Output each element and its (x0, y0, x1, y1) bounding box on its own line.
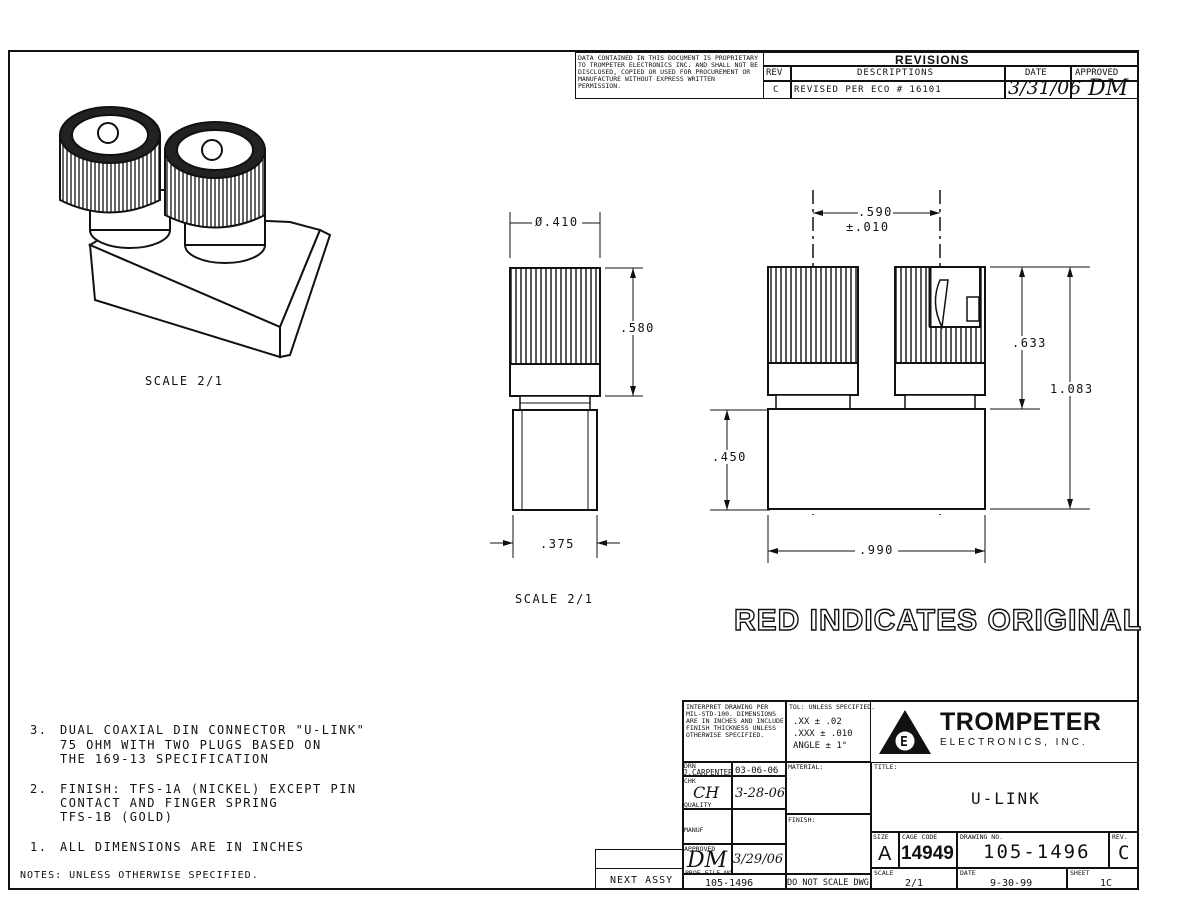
revision-rev: C (773, 85, 779, 95)
chk-label: CHK (684, 777, 696, 785)
rev-header: REV (766, 68, 783, 78)
dim-spacing: .590 (858, 205, 893, 219)
dim-diameter: Ø.410 (532, 215, 582, 229)
note-1-line-1: ALL DIMENSIONS ARE IN INCHES (60, 840, 305, 854)
dim-front-width: .375 (540, 537, 575, 551)
manuf-label: MANUF (684, 826, 704, 834)
note-2-line-2: CONTACT AND FINGER SPRING (60, 796, 279, 810)
dim-spacing-tolerance: ±.010 (846, 220, 890, 234)
isometric-view (59, 106, 332, 359)
descriptions-header: DESCRIPTIONS (857, 68, 935, 78)
drawing-size: A (878, 843, 892, 865)
dim-side-height-total: 1.083 (1050, 382, 1094, 396)
next-assy-label: NEXT ASSY (610, 875, 674, 886)
dim-side-height-upper: .633 (1012, 336, 1047, 350)
tolerance-label: TOL: UNLESS SPECIFIED. (789, 703, 876, 711)
note-3-line-3: THE 169-13 SPECIFICATION (60, 752, 270, 766)
tolerance-xxx: .XXX ± .010 (793, 729, 853, 739)
title-label: TITLE: (874, 763, 898, 771)
date-header: DATE (1025, 68, 1047, 78)
cage-code-label: CAGE CODE (902, 833, 938, 841)
interpret-note: INTERPRET DRAWING PER MIL-STD-100. DIMEN… (686, 703, 784, 739)
cage-code: 14949 (901, 843, 954, 864)
revision-date: 3/31/06 (1008, 77, 1082, 99)
company-subtitle: ELECTRONICS, INC. (940, 737, 1088, 748)
approved-header: APPROVED (1075, 68, 1119, 78)
approved-date: 3/29/06 (733, 852, 784, 867)
proprietary-notice: DATA CONTAINED IN THIS DOCUMENT IS PROPR… (578, 54, 759, 90)
drawing-no-label: DRAWING NO. (960, 833, 1004, 841)
size-label: SIZE (873, 833, 889, 841)
scale-label: SCALE (874, 869, 894, 877)
tolerance-xx: .XX ± .02 (793, 717, 842, 727)
note-3-line-2: 75 OHM WITH TWO PLUGS BASED ON (60, 738, 322, 752)
proe-file-number: 105-1496 (705, 878, 754, 889)
drawing-date: 9-30-99 (990, 878, 1033, 889)
note-2-line-3: TFS-1B (GOLD) (60, 810, 174, 824)
rev-label: REV. (1112, 833, 1128, 841)
revision-approved: DM (1088, 76, 1129, 101)
note-2-number: 2. (30, 782, 48, 796)
material-label: MATERIAL: (788, 763, 824, 771)
revisions-title: REVISIONS (895, 53, 970, 67)
drn-label: DRN (684, 762, 696, 770)
dim-side-width: .990 (855, 543, 898, 557)
drn-date: 03-06-06 (735, 766, 779, 776)
sheet-label: SHEET (1070, 869, 1090, 877)
approved-signature: DM (687, 848, 728, 873)
company-name: TROMPETER (940, 708, 1102, 736)
note-2-line-1: FINISH: TFS-1A (NICKEL) EXCEPT PIN (60, 782, 357, 796)
tolerance-angle: ANGLE ± 1° (793, 741, 848, 751)
note-3-line-1: DUAL COAXIAL DIN CONNECTOR "U-LINK" (60, 723, 366, 737)
front-scale-label: SCALE 2/1 (515, 592, 594, 606)
svg-text:E: E (900, 735, 908, 750)
red-indicates-original-stamp: RED INDICATES ORIGINAL (733, 603, 1143, 637)
drawing-title: U-LINK (971, 789, 1041, 808)
proe-file-label: PROE FILE NO. (685, 869, 736, 877)
drawing-scale: 2/1 (905, 878, 924, 889)
approved-label: APPROVED (684, 845, 716, 853)
drawing-rev: C (1118, 842, 1132, 864)
drn-name: J.CARPENTER (683, 768, 733, 777)
chk-signature: CH (693, 783, 720, 802)
side-view (767, 190, 1090, 563)
drawing-border (8, 50, 1139, 890)
finish-label: FINISH: (788, 816, 816, 824)
trompeter-logo-icon: E (879, 710, 931, 754)
iso-scale-label: SCALE 2/1 (145, 374, 224, 388)
revision-description: REVISED PER ECO # 16101 (794, 85, 942, 95)
drawing-number: 105-1496 (983, 841, 1091, 863)
do-not-scale-note: DO NOT SCALE DWG (787, 878, 869, 888)
chk-date: 3-28-06 (735, 786, 786, 801)
dim-front-height-lower: .450 (712, 450, 747, 464)
sheet-number: 1C (1100, 878, 1113, 889)
note-3-number: 3. (30, 723, 48, 737)
front-view (490, 212, 643, 558)
quality-label: QUALITY (684, 801, 712, 809)
note-1-number: 1. (30, 840, 48, 854)
dim-front-height-upper: .580 (620, 321, 655, 335)
revisions-block: DATA CONTAINED IN THIS DOCUMENT IS PROPR… (575, 52, 1138, 101)
notes-footer: NOTES: UNLESS OTHERWISE SPECIFIED. (20, 870, 259, 881)
title-block: INTERPRET DRAWING PER MIL-STD-100. DIMEN… (595, 700, 1139, 890)
date-label: DATE (960, 869, 976, 877)
